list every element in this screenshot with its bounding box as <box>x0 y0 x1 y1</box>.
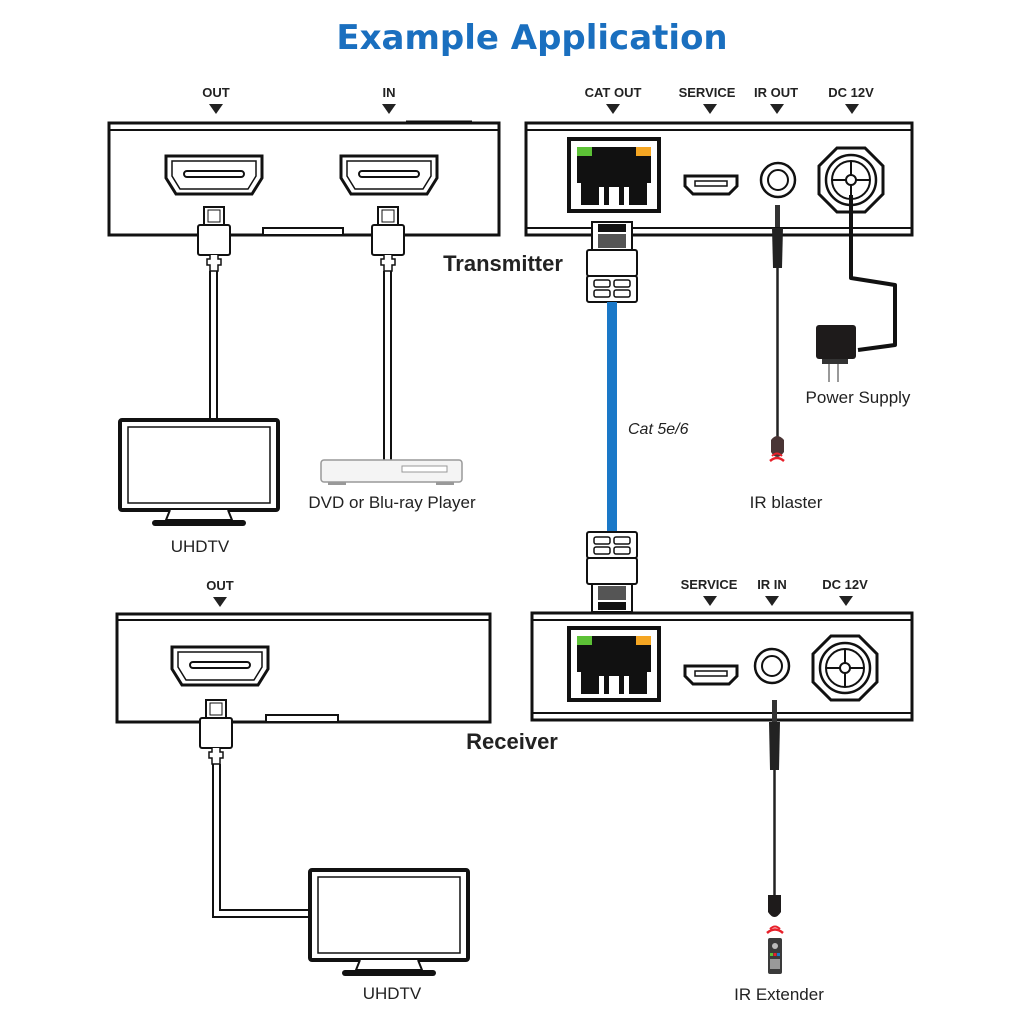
tx-port-label-service: SERVICE <box>679 85 736 100</box>
receiver-label: Receiver <box>466 729 558 754</box>
ir-extender-cable <box>768 700 781 917</box>
rx-dc-power-port-icon <box>811 634 879 702</box>
arrow-down-icon <box>845 104 859 114</box>
ir-signal-icon <box>766 925 784 934</box>
tx-port-label-dc-12v: DC 12V <box>828 85 874 100</box>
cat-cable <box>607 302 617 542</box>
uhdtv-icon <box>308 868 470 978</box>
hdmi-cable-to-player <box>383 271 392 460</box>
tx-port-label-ir-out: IR OUT <box>754 85 798 100</box>
uhdtv-icon <box>118 418 280 528</box>
rx-port-label-service: SERVICE <box>681 577 738 592</box>
arrow-down-icon <box>703 596 717 606</box>
rx-port-label-dc-12v: DC 12V <box>822 577 868 592</box>
transmitter-front-panel <box>107 120 501 237</box>
hdmi-cable-to-uhdtv <box>209 271 218 420</box>
power-cable <box>849 195 897 352</box>
arrow-down-icon <box>703 104 717 114</box>
rx-port-label-ir-in: IR IN <box>757 577 787 592</box>
tx-port-label-out: OUT <box>202 85 230 100</box>
tx-port-label-in: IN <box>383 85 396 100</box>
arrow-down-icon <box>765 596 779 606</box>
ir-signal-icon <box>769 452 785 462</box>
rx-port-label-out: OUT <box>206 578 234 593</box>
ir-blaster-label: IR blaster <box>750 493 823 512</box>
tx-hdmi-out-port-icon <box>164 154 264 196</box>
arrow-down-icon <box>606 104 620 114</box>
source-label: DVD or Blu-ray Player <box>308 493 476 512</box>
arrow-down-icon <box>382 104 396 114</box>
rj45-plug-icon <box>586 221 638 303</box>
ir-extender-label: IR Extender <box>734 985 824 1004</box>
ir-extender-icon <box>768 938 782 974</box>
transmitter-label: Transmitter <box>443 251 563 276</box>
tx-hdmi-in-port-icon <box>339 154 439 196</box>
rx-ir-in-jack-icon <box>753 647 791 685</box>
rx-display-label: UHDTV <box>363 984 422 1003</box>
rj45-plug-icon <box>586 531 638 613</box>
rx-hdmi-out-port-icon <box>170 645 270 687</box>
tx-display-label: UHDTV <box>171 537 230 556</box>
arrow-down-icon <box>839 596 853 606</box>
receiver-rear-panel <box>530 611 914 722</box>
ir-blaster-cable <box>771 205 784 457</box>
tx-micro-usb-port-icon <box>683 174 739 196</box>
tx-port-label-cat-out: CAT OUT <box>585 85 642 100</box>
cable-label: Cat 5e/6 <box>628 421 689 438</box>
power-supply-label: Power Supply <box>806 388 911 407</box>
diagram-title: Example Application <box>336 18 728 58</box>
dvd-player-icon <box>320 459 463 485</box>
rx-rj45-port-icon <box>567 626 661 702</box>
tx-ir-out-jack-icon <box>759 161 797 199</box>
arrow-down-icon <box>209 104 223 114</box>
hdmi-cable-to-rx-uhdtv <box>212 764 310 918</box>
tx-rj45-port-icon <box>567 137 661 213</box>
transmitter-rear-panel <box>524 121 914 237</box>
rx-micro-usb-port-icon <box>683 664 739 686</box>
arrow-down-icon <box>213 597 227 607</box>
arrow-down-icon <box>770 104 784 114</box>
power-supply-icon <box>816 325 856 382</box>
receiver-front-panel <box>115 612 492 724</box>
